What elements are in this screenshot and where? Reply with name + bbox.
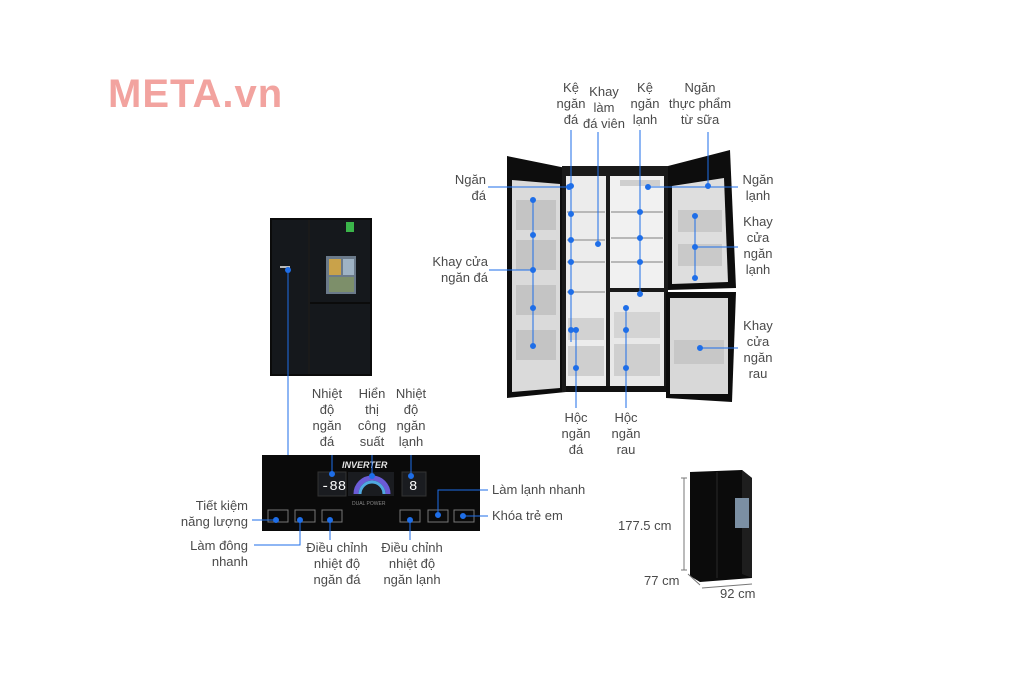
fridge-open-image [507, 150, 736, 402]
fridge-dimension-image [690, 470, 752, 582]
label-khoa-tre-em: Khóa trẻ em [492, 508, 563, 523]
freezer-temp-readout: -88 [321, 479, 346, 495]
inverter-text: INVERTER [342, 460, 388, 470]
meta-logo: META.vn [108, 72, 284, 116]
dim-width: 92 cm [720, 586, 756, 601]
dimension-lines [681, 477, 753, 589]
control-panel-image: -88 INVERTER DUAL POWER 8 [262, 455, 480, 531]
dim-depth: 77 cm [644, 573, 680, 588]
fridge-temp-readout: 8 [409, 479, 417, 495]
dim-height: 177.5 cm [618, 518, 672, 533]
label-lam-lanh-nhanh: Làm lạnh nhanh [492, 482, 586, 497]
dual-power-text: DUAL POWER [352, 501, 386, 507]
fridge-callouts [488, 130, 738, 408]
fridge-front-image [270, 218, 372, 376]
panel-callouts [252, 455, 488, 546]
